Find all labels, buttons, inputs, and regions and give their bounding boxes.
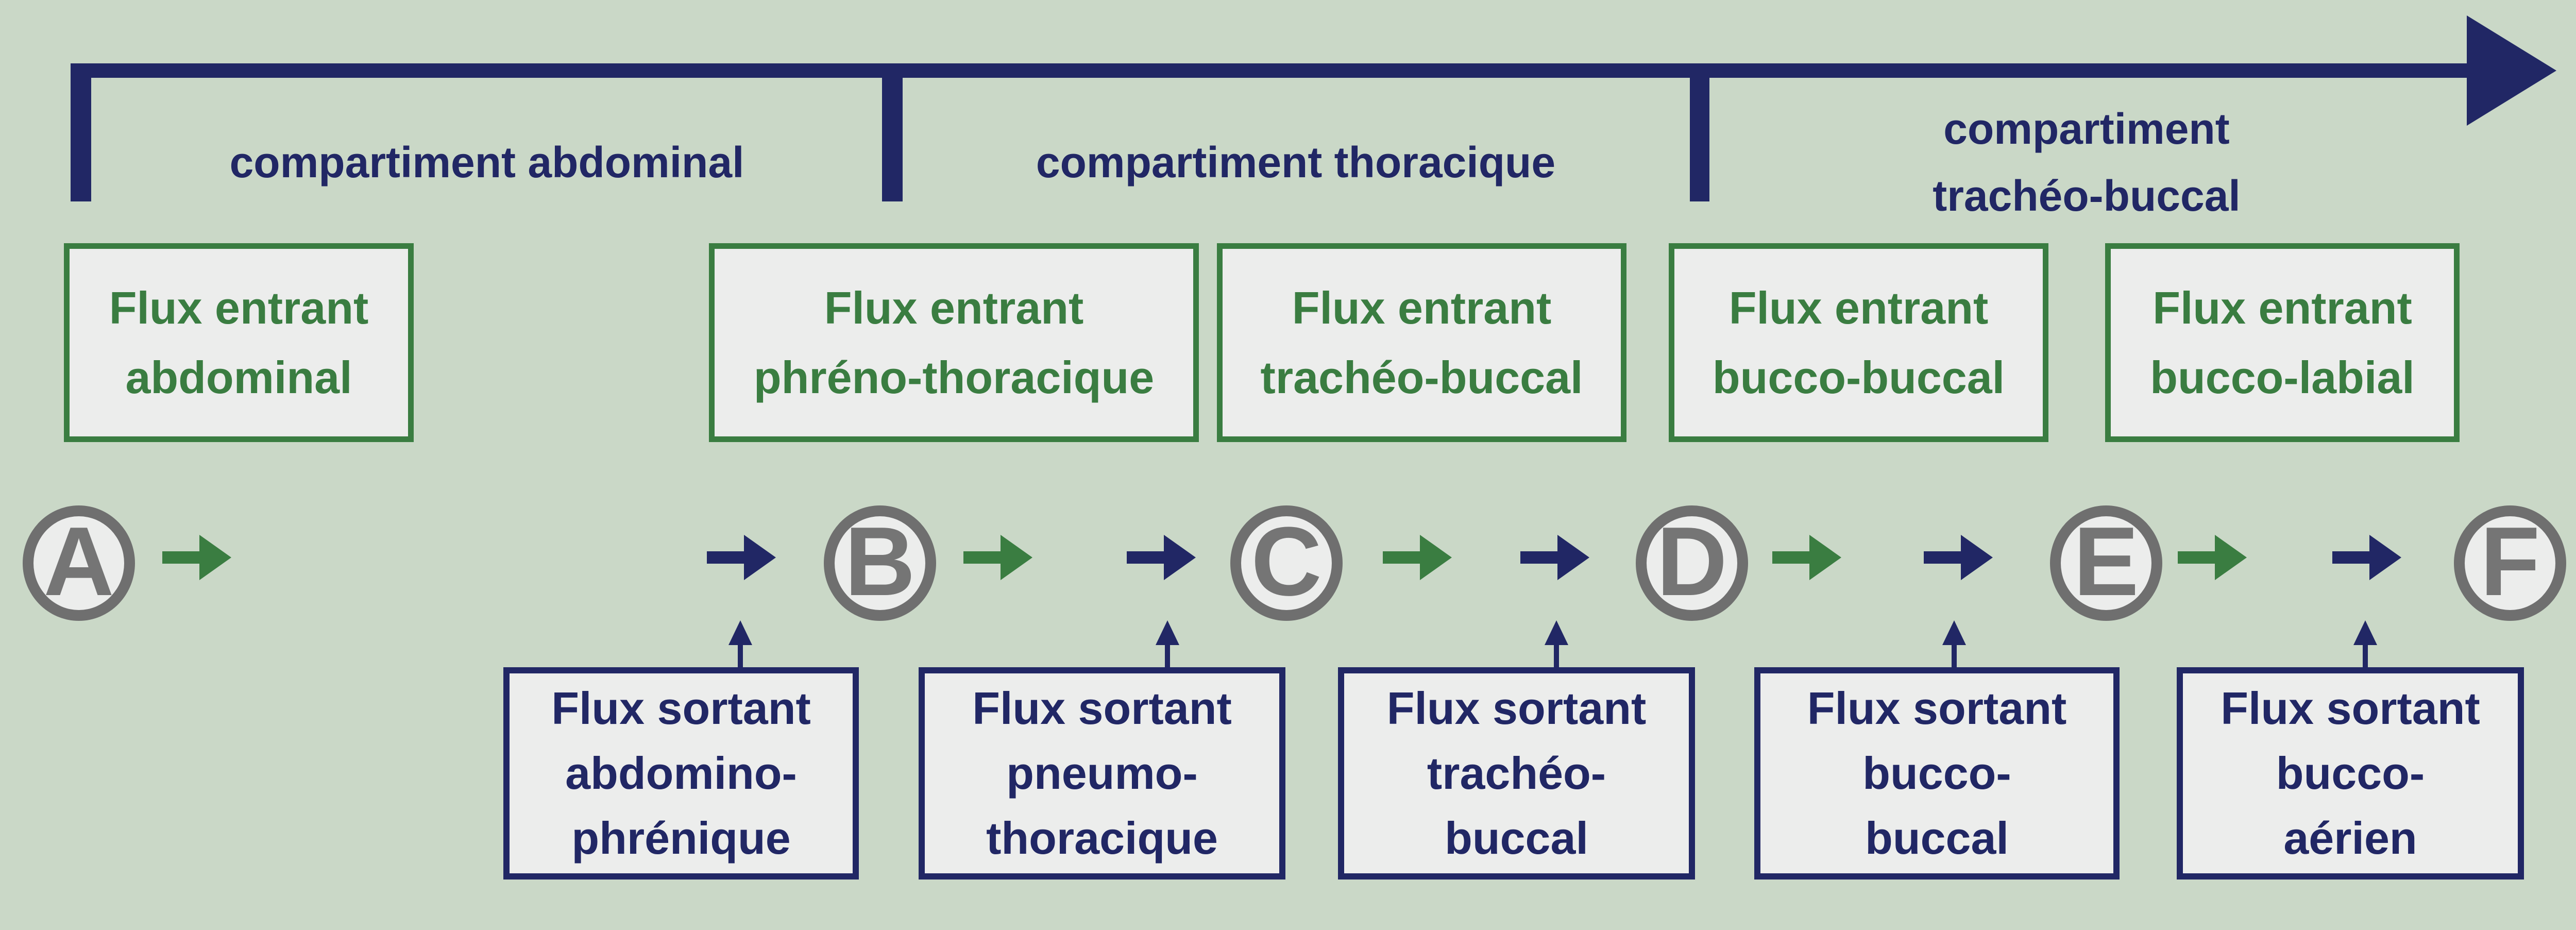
inflow-box-tracheo-buccal: Flux entrant trachéo-buccal [1217, 243, 1626, 442]
up-arrow-icon [1156, 620, 1179, 668]
green-flow-arrow-icon [2178, 535, 2247, 580]
node-circle-f: F [2454, 505, 2566, 621]
compartment-label-tracheo-buccal: compartiment trachéo-buccal [1933, 105, 2241, 220]
outflow-box-tracheo-buccal: Flux sortant trachéo- buccal [1338, 667, 1695, 880]
outflow-box-bucco-aerien: Flux sortant bucco- aérien [2177, 667, 2524, 880]
node-circle-c: C [1230, 505, 1343, 621]
node-circle-e: E [2050, 505, 2162, 621]
green-flow-arrow-icon [1383, 535, 1452, 580]
navy-flow-arrow-icon [707, 535, 776, 580]
timeline-tick [882, 63, 903, 201]
compartment-label-abdominal: compartiment abdominal [229, 138, 744, 187]
outflow-box-abdomino-phrenique: Flux sortant abdomino- phrénique [503, 667, 859, 880]
navy-flow-arrow-icon [1127, 535, 1196, 580]
navy-flow-arrow-icon [2332, 535, 2401, 580]
inflow-box-abdominal: Flux entrant abdominal [64, 243, 414, 442]
outflow-box-bucco-buccal: Flux sortant bucco- buccal [1754, 667, 2120, 880]
green-flow-arrow-icon [162, 535, 231, 580]
navy-flow-arrow-icon [1924, 535, 1993, 580]
node-circle-d: D [1636, 505, 1748, 621]
inflow-box-bucco-labial: Flux entrant bucco-labial [2105, 243, 2460, 442]
inflow-box-bucco-buccal: Flux entrant bucco-buccal [1669, 243, 2048, 442]
navy-flow-arrow-icon [1520, 535, 1589, 580]
green-flow-arrow-icon [963, 535, 1032, 580]
node-circle-b: B [824, 505, 936, 621]
outflow-box-pneumo-thoracique: Flux sortant pneumo- thoracique [919, 667, 1285, 880]
timeline-tick [71, 63, 91, 201]
up-arrow-icon [728, 620, 752, 668]
up-arrow-icon [2353, 620, 2377, 668]
up-arrow-icon [1545, 620, 1568, 668]
inflow-box-phreno-thoracique: Flux entrant phréno-thoracique [709, 243, 1199, 442]
timeline-arrowhead-icon [2467, 15, 2556, 126]
compartment-label-thoracique: compartiment thoracique [1036, 138, 1556, 187]
timeline-bar [71, 63, 2469, 78]
green-flow-arrow-icon [1772, 535, 1841, 580]
timeline-tick [1690, 63, 1709, 201]
up-arrow-icon [1942, 620, 1966, 668]
node-circle-a: A [23, 505, 135, 621]
